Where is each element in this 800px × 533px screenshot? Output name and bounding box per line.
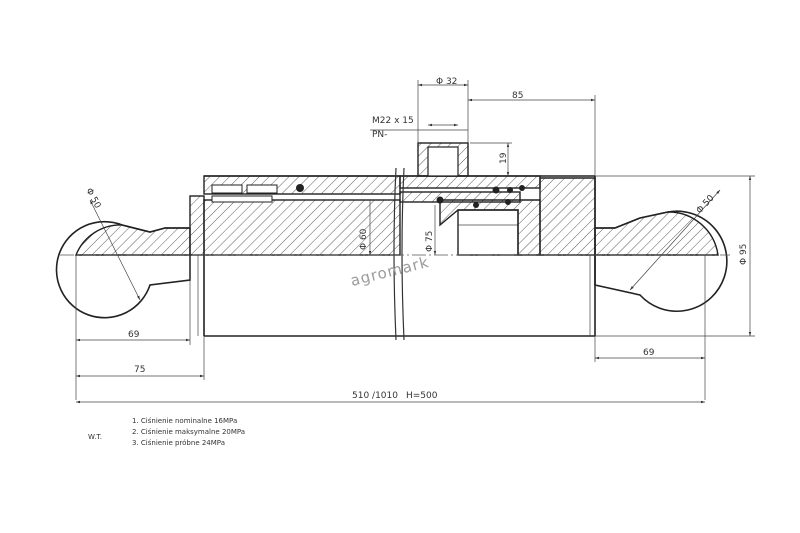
dim-port-offset: 85 xyxy=(512,91,523,101)
dim-ball-right-diameter: Φ 50 xyxy=(695,193,717,216)
dim-port-height: 19 xyxy=(499,152,509,164)
seal-rings xyxy=(296,184,525,208)
dim-overall-length: 510 /1010 xyxy=(352,391,398,401)
dim-rod-diameter: Φ 60 xyxy=(359,228,369,250)
dim-port-code: PN- xyxy=(372,130,387,140)
cylinder-body-outline xyxy=(189,255,595,337)
dim-bore-diameter: Φ 75 xyxy=(425,231,435,252)
right-ball-end xyxy=(594,210,728,312)
dim-left-neck-length: 75 xyxy=(134,365,145,375)
cylinder-tube-section xyxy=(399,175,596,336)
gland-seals xyxy=(211,184,278,203)
dimension-lines xyxy=(75,80,755,404)
port-fitting xyxy=(417,142,469,177)
dim-ball-left-diameter: Φ 50 xyxy=(83,187,102,211)
break-lines xyxy=(393,167,405,341)
note-line-3: 3. Ciśnienie próbne 24MPa xyxy=(132,439,225,447)
note-line-1: 1. Ciśnienie nominalne 16MPa xyxy=(132,417,237,425)
dim-port-diameter: Φ 32 xyxy=(436,77,457,87)
dim-left-ball-length: 69 xyxy=(128,330,140,340)
dim-outer-diameter: Φ 95 xyxy=(739,244,749,265)
note-line-2: 2. Ciśnienie maksymalne 20MPa xyxy=(132,428,245,436)
notes-label: W.T. xyxy=(88,433,102,441)
dim-port-thread: M22 x 15 xyxy=(372,116,414,126)
watermark: agromark xyxy=(349,253,431,290)
left-ball-end xyxy=(55,220,191,319)
dim-stroke: H=500 xyxy=(406,391,438,401)
dim-right-ball-length: 69 xyxy=(643,348,655,358)
